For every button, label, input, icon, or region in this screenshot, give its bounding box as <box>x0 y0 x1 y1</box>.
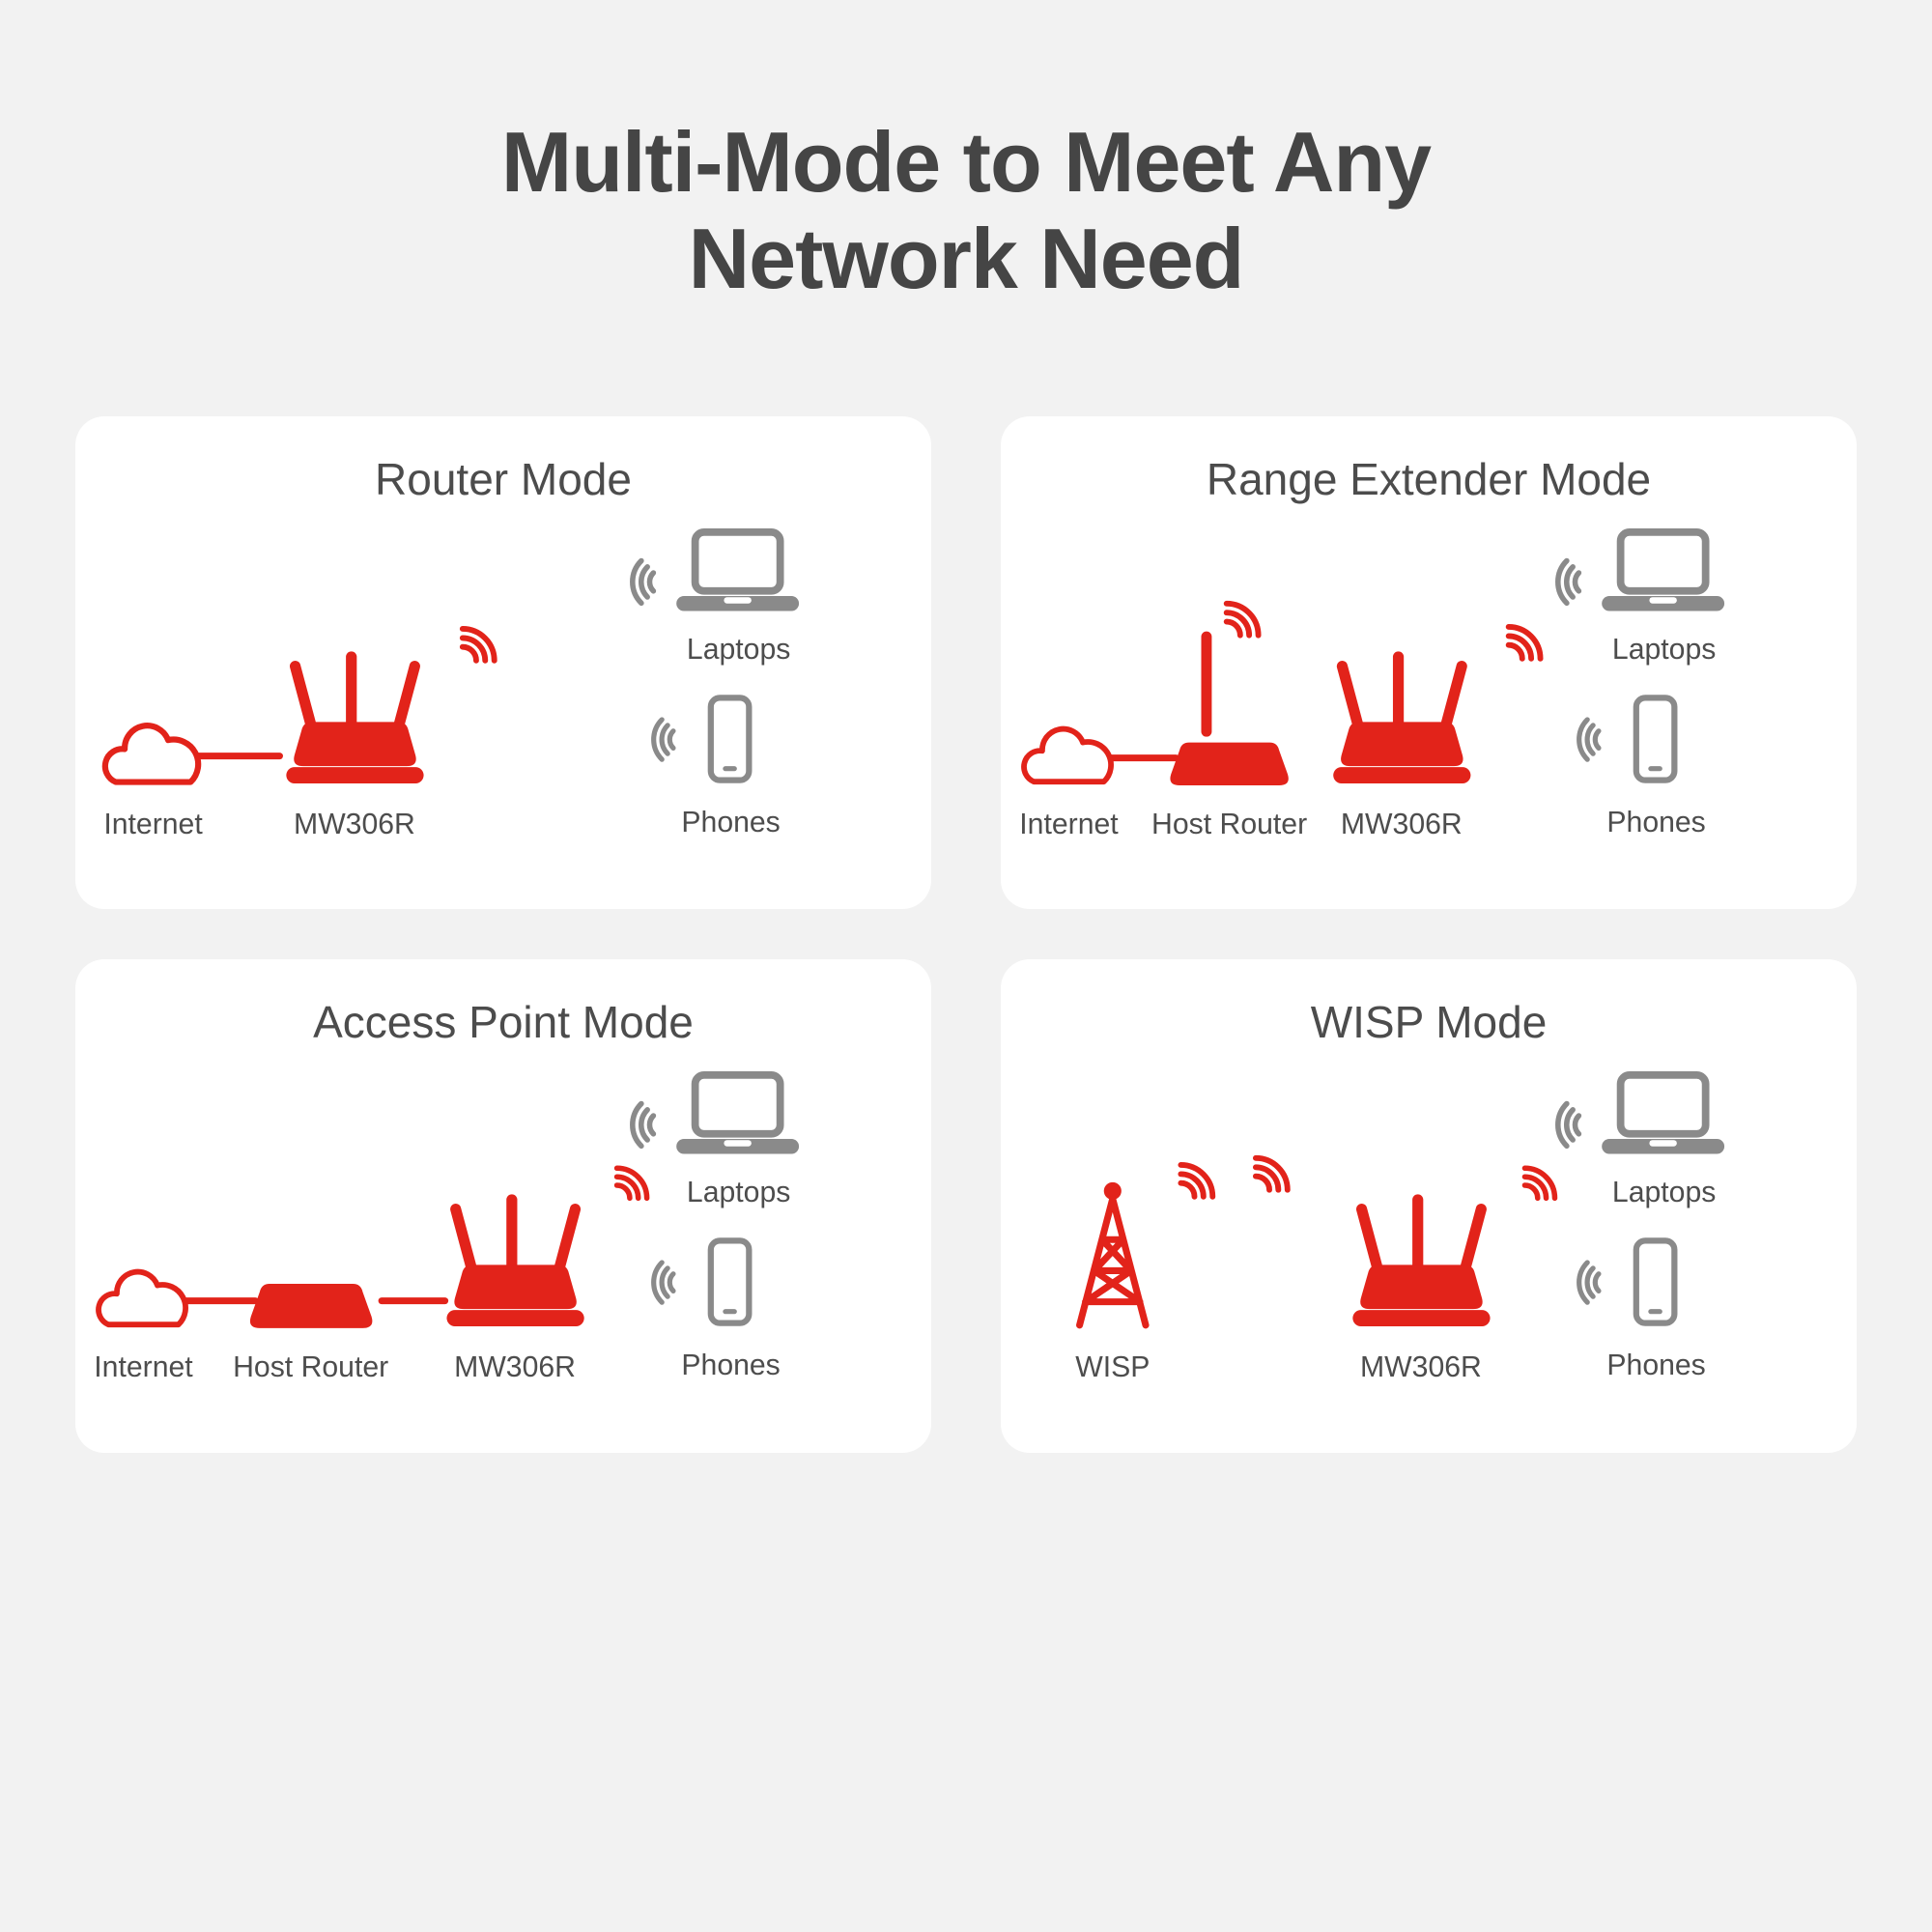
router-mode-diagram: Internet MW306R Laptops Phones <box>75 523 931 893</box>
internet-cloud-icon <box>1024 728 1111 781</box>
laptop-icon <box>676 532 799 611</box>
laptop-icon <box>1602 1075 1724 1154</box>
internet-label: Internet <box>94 1351 193 1383</box>
router-label: MW306R <box>454 1351 576 1383</box>
card-title: Router Mode <box>375 453 632 504</box>
wifi-waves-icon <box>1579 1263 1599 1302</box>
access-point-mode-diagram: Internet Host Router MW306R Laptops Phon… <box>75 1065 931 1435</box>
wifi-waves-icon <box>1247 1151 1294 1199</box>
host-router-label: Host Router <box>1151 809 1307 840</box>
phone-icon <box>1636 697 1675 780</box>
antenna-icon <box>1201 631 1212 737</box>
client-devices: Laptops Phones <box>1558 1075 1724 1381</box>
laptop-icon <box>1602 532 1724 611</box>
wifi-waves-icon <box>1217 597 1264 644</box>
mode-card-range-extender: Range Extender Mode Internet Host Route <box>1001 415 1857 910</box>
wifi-waves-icon <box>1558 1104 1579 1147</box>
wireless-router-icon <box>1333 650 1471 783</box>
router-label: MW306R <box>1341 809 1463 840</box>
router-label: MW306R <box>294 809 415 840</box>
card-title: Range Extender Mode <box>1206 453 1652 504</box>
laptops-label: Laptops <box>1612 1177 1716 1208</box>
mode-card-access-point: Access Point Mode Internet Host Router M… <box>75 959 931 1453</box>
client-devices: Laptops Phones <box>633 1075 799 1381</box>
phones-label: Phones <box>681 807 780 838</box>
wifi-waves-icon <box>633 1104 654 1147</box>
host-router-icon <box>249 1284 373 1329</box>
wireless-router-icon <box>446 1194 584 1327</box>
wifi-waves-icon <box>453 622 500 669</box>
phones-label: Phones <box>1606 1350 1705 1381</box>
laptops-label: Laptops <box>1612 634 1716 666</box>
wireless-router-icon <box>286 650 424 783</box>
wifi-waves-icon <box>1558 560 1579 603</box>
phones-label: Phones <box>681 1350 780 1381</box>
phone-icon <box>711 1241 750 1323</box>
card-title: Access Point Mode <box>313 997 694 1048</box>
internet-cloud-icon <box>105 725 198 781</box>
mode-cards-grid: Router Mode Internet MW306R Laptops <box>75 415 1857 1453</box>
phone-icon <box>711 697 750 780</box>
page-title: Multi-Mode to Meet Any Network Need <box>500 114 1432 307</box>
internet-label: Internet <box>1019 809 1119 840</box>
client-devices: Laptops Phones <box>633 532 799 838</box>
card-title: WISP Mode <box>1310 997 1548 1048</box>
wifi-waves-icon <box>654 1263 673 1302</box>
wireless-router-icon <box>1352 1194 1491 1327</box>
wifi-waves-icon <box>1172 1158 1219 1206</box>
phones-label: Phones <box>1606 807 1705 838</box>
laptops-label: Laptops <box>687 634 790 666</box>
router-label: MW306R <box>1360 1351 1482 1383</box>
wifi-waves-icon <box>609 1162 653 1207</box>
mode-card-router: Router Mode Internet MW306R Laptops <box>75 415 931 910</box>
wisp-label: WISP <box>1075 1351 1150 1383</box>
wisp-tower-icon <box>1080 1182 1146 1325</box>
range-extender-mode-diagram: Internet Host Router MW306R Laptops Phon… <box>1001 523 1857 893</box>
phone-icon <box>1636 1241 1675 1323</box>
internet-label: Internet <box>103 809 203 840</box>
laptops-label: Laptops <box>687 1177 790 1208</box>
laptop-icon <box>676 1075 799 1154</box>
wifi-waves-icon <box>633 560 654 603</box>
mode-card-wisp: WISP Mode WISP MW306R <box>1001 959 1857 1453</box>
wisp-mode-diagram: WISP MW306R Laptops Phones <box>1001 1065 1857 1435</box>
host-router-label: Host Router <box>233 1351 388 1383</box>
wifi-waves-icon <box>1579 720 1599 759</box>
host-router-icon <box>1170 742 1289 785</box>
wifi-waves-icon <box>1499 620 1547 668</box>
wifi-waves-icon <box>1517 1162 1561 1207</box>
wifi-waves-icon <box>654 720 673 759</box>
internet-cloud-icon <box>99 1272 185 1325</box>
client-devices: Laptops Phones <box>1558 532 1724 838</box>
